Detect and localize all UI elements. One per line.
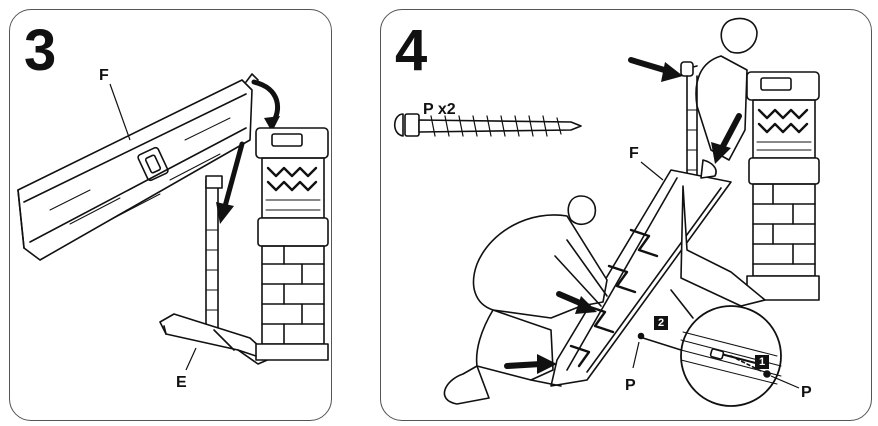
label-p-left: P xyxy=(625,377,636,394)
step-3-number: 3 xyxy=(24,18,57,83)
label-p-right: P xyxy=(801,384,812,401)
tower-structure xyxy=(746,71,820,301)
badge-1: 1 xyxy=(755,355,769,369)
step-4-illustration xyxy=(393,17,820,407)
step-3-illustration xyxy=(17,73,329,371)
step-3-panel: 3 xyxy=(9,9,332,421)
label-f: F xyxy=(99,67,109,84)
step-4-number: 4 xyxy=(395,18,428,83)
screw-quantity-label: P x2 xyxy=(423,101,456,118)
person-kneeling xyxy=(443,195,608,405)
label-f: F xyxy=(629,145,639,162)
label-e: E xyxy=(176,374,187,391)
support-leg-e xyxy=(159,175,273,365)
slide-part-f xyxy=(17,73,259,261)
person-standing xyxy=(680,17,758,161)
step-4-panel: 4 P x2 xyxy=(380,9,872,421)
badge-2: 2 xyxy=(654,316,668,330)
tower-structure xyxy=(237,127,329,361)
screw-icon xyxy=(393,113,582,137)
